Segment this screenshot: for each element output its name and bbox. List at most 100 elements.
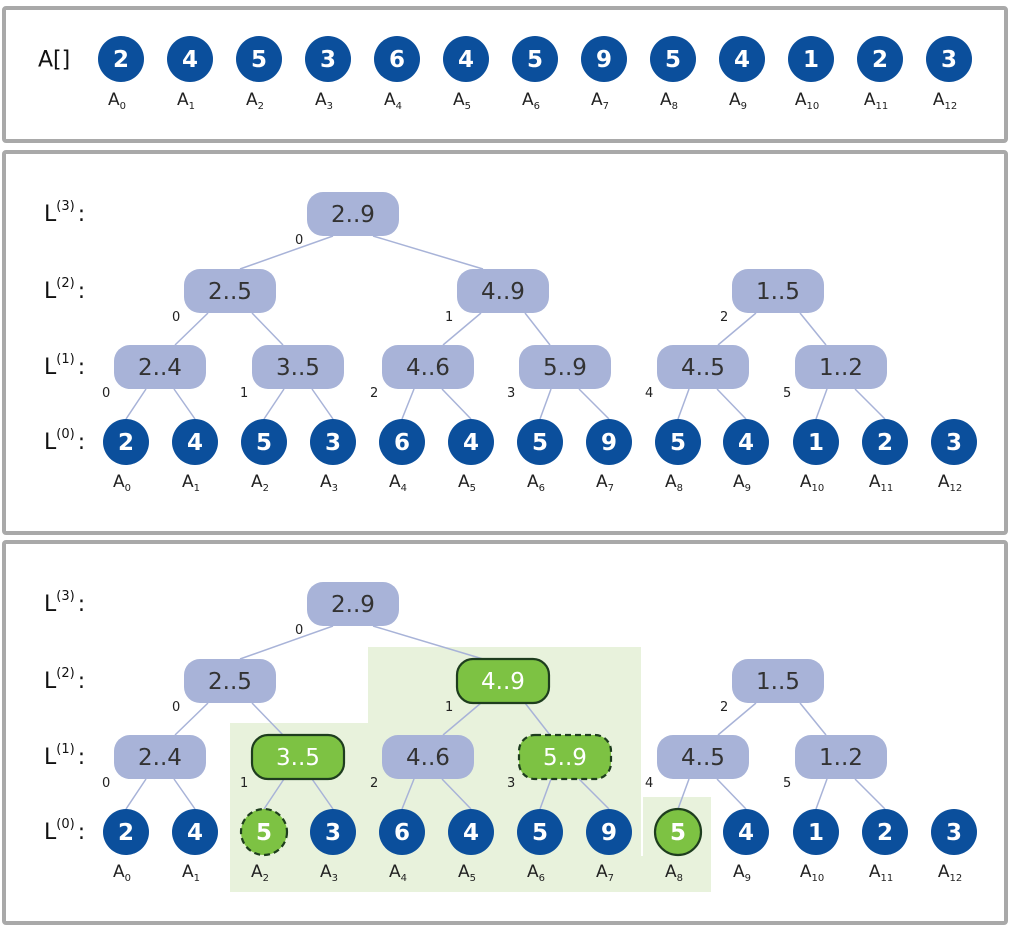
node-index: 1 — [445, 310, 453, 325]
value-circle — [310, 809, 356, 855]
l2-node-0: 2..50 — [172, 269, 276, 325]
array-index-label: A0 — [108, 90, 126, 112]
array-index-label: A2 — [251, 472, 269, 494]
array-index-label: A0 — [113, 862, 131, 884]
node-box — [457, 269, 549, 313]
value-circle — [236, 36, 282, 82]
leaf-6: 5 — [517, 809, 563, 855]
level-label: L(0): — [44, 427, 85, 455]
value-circle — [581, 36, 627, 82]
tree-edge — [125, 778, 147, 810]
tree-edge — [815, 778, 828, 810]
node-index: 5 — [783, 386, 791, 401]
panel-array — [2, 6, 1008, 143]
node-box — [657, 345, 749, 389]
array-element: 3 — [926, 36, 972, 82]
tree-edge — [311, 388, 334, 420]
array-element: 2 — [98, 36, 144, 82]
node-box — [252, 345, 344, 389]
array-index-label: A8 — [665, 862, 683, 884]
tree-edge — [263, 778, 285, 810]
value-circle — [98, 36, 144, 82]
node-index: 0 — [102, 386, 110, 401]
tree-edge — [578, 388, 610, 420]
value-text: 3 — [946, 820, 962, 846]
leaf-5: 4 — [448, 809, 494, 855]
array-index-label: A5 — [458, 862, 476, 884]
value-circle — [926, 36, 972, 82]
value-text: 3 — [941, 47, 957, 73]
tree-edge — [401, 778, 415, 810]
node-range: 4..6 — [406, 745, 450, 771]
value-text: 5 — [256, 430, 272, 456]
tree-edge — [441, 388, 472, 420]
leaf-5: 4 — [448, 419, 494, 465]
leaf-2: 5 — [241, 419, 287, 465]
array-index-label: A1 — [182, 472, 200, 494]
value-text: 6 — [394, 430, 410, 456]
value-circle — [310, 419, 356, 465]
value-text: 1 — [803, 47, 819, 73]
value-text: 2 — [118, 820, 134, 846]
node-box — [795, 345, 887, 389]
value-text: 2 — [118, 430, 134, 456]
leaf-4: 6 — [379, 419, 425, 465]
value-circle — [448, 809, 494, 855]
node-range: 2..4 — [138, 355, 182, 381]
node-box — [382, 345, 474, 389]
array-index-label: A7 — [591, 90, 609, 112]
value-circle — [103, 419, 149, 465]
leaf-3: 3 — [310, 809, 356, 855]
value-circle — [788, 36, 834, 82]
value-text: 5 — [670, 820, 686, 846]
l1-node-5: 1..25 — [783, 345, 887, 401]
value-circle — [172, 809, 218, 855]
value-circle — [931, 419, 977, 465]
tree-edge — [815, 388, 828, 420]
value-text: 5 — [256, 820, 272, 846]
value-circle — [586, 419, 632, 465]
node-index: 3 — [507, 776, 515, 791]
value-circle — [239, 807, 289, 857]
l2-node-2: 1..52 — [720, 659, 824, 715]
node-box — [114, 345, 206, 389]
array-index-label: A4 — [389, 862, 407, 884]
tree-edge — [717, 312, 757, 346]
array-element: 5 — [512, 36, 558, 82]
value-circle — [305, 36, 351, 82]
array-index-label: A7 — [596, 862, 614, 884]
leaf-0: 2 — [103, 419, 149, 465]
tree-edge — [799, 702, 827, 736]
l1-node-5: 1..25 — [783, 735, 887, 791]
value-text: 2 — [877, 820, 893, 846]
array-index-label: A3 — [315, 90, 333, 112]
leaf-3: 3 — [310, 419, 356, 465]
value-text: 5 — [527, 47, 543, 73]
value-circle — [586, 809, 632, 855]
tree-edge — [677, 778, 690, 810]
value-text: 4 — [187, 820, 203, 846]
leaf-8: 5 — [653, 807, 703, 857]
value-circle — [167, 36, 213, 82]
l2-node-0: 2..50 — [172, 659, 276, 715]
tree-edge — [441, 778, 472, 810]
node-index: 3 — [507, 386, 515, 401]
leaf-1: 4 — [172, 419, 218, 465]
value-circle — [374, 36, 420, 82]
value-circle — [517, 419, 563, 465]
node-box — [657, 735, 749, 779]
tree-edge — [311, 778, 334, 810]
value-text: 4 — [182, 47, 198, 73]
tree-edges — [125, 625, 886, 810]
array-index-label: A4 — [389, 472, 407, 494]
node-box — [732, 659, 824, 703]
value-circle — [443, 36, 489, 82]
value-circle — [793, 419, 839, 465]
value-circle — [517, 809, 563, 855]
node-index: 1 — [445, 700, 453, 715]
node-index: 0 — [295, 623, 303, 638]
tree-edge — [263, 388, 285, 420]
tree-edge — [251, 702, 284, 736]
node-index: 2 — [370, 386, 378, 401]
l2-node-1: 4..91 — [445, 269, 549, 325]
